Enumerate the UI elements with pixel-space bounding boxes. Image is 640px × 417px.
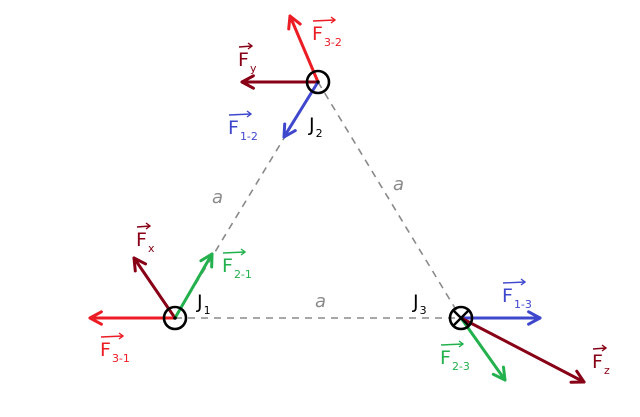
vector-arrow-icon [100,332,125,340]
arrowhead-icon [132,256,148,273]
vector-arrow-icon [222,248,247,256]
arrowhead-icon [491,365,507,382]
vector-arrow-icon [440,340,465,348]
label-f1-2: F1-2 [228,117,258,143]
vector-arrow-icon [228,110,253,118]
force-arrow-fz [459,316,586,384]
arrowhead-icon [88,310,103,326]
label-f3-2: F3-2 [312,23,342,49]
vector-arrow-icon [592,344,608,352]
arrowhead-icon [199,252,214,269]
label-f1-3: F1-3 [502,285,532,311]
wire-j2-dot-icon [305,69,331,95]
arrowhead-icon [282,122,297,139]
label-f2-1: F2-1 [222,255,252,281]
vector-arrow-icon [502,278,527,286]
force-arrow-f2_3 [459,316,507,382]
force-arrow-f3_1 [88,310,177,326]
force-arrow-fy [240,74,320,90]
side-label-j1-j2: a [212,187,223,208]
arrowhead-icon [287,14,302,31]
vector-arrow-icon [238,42,254,50]
side-j2-j3 [317,81,462,319]
wire-j1-dot-icon [162,305,188,331]
label-f3-1: F3-1 [100,339,130,365]
label-j3: J3 [412,291,427,317]
vector-arrow-icon [136,222,152,230]
label-fz: Fz [592,351,610,377]
arrowhead-icon [527,310,542,326]
label-fy: Fy [238,49,257,75]
label-f2-3: F2-3 [440,347,470,373]
arrowhead-icon [569,369,586,384]
label-j2: J2 [308,114,323,140]
label-fx: Fx [136,229,155,255]
force-arrow-f2_1 [173,252,214,320]
label-j1: J1 [196,291,211,317]
wire-j3-cross-icon [448,305,474,331]
side-label-j2-j3: a [393,174,404,195]
force-arrow-f1_3 [459,310,542,326]
side-label-j1-j3: a [315,291,326,312]
vector-arrow-icon [312,16,337,24]
arrowhead-icon [240,74,255,90]
